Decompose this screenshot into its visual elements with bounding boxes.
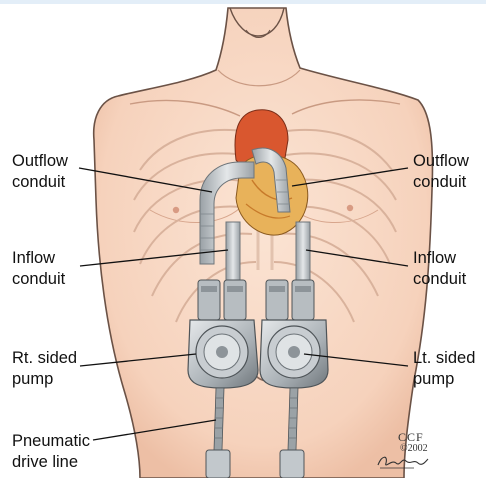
label-lt-sided-pump: Lt. sided pump (413, 348, 475, 390)
label-pneumatic-drive-line: Pneumatic drive line (12, 431, 90, 473)
torso (94, 8, 433, 478)
label-line: Rt. sided (12, 348, 77, 369)
label-line: Inflow (413, 248, 466, 269)
label-line: pump (12, 369, 77, 390)
label-line: conduit (413, 172, 469, 193)
label-line: pump (413, 369, 475, 390)
label-line: Outflow (12, 151, 68, 172)
label-line: Lt. sided (413, 348, 475, 369)
label-line: conduit (12, 269, 65, 290)
label-line: conduit (12, 172, 68, 193)
label-line: conduit (413, 269, 466, 290)
artist-signature (374, 451, 430, 471)
label-outflow-conduit-left: Outflow conduit (12, 151, 68, 193)
label-inflow-conduit-left: Inflow conduit (12, 248, 65, 290)
label-inflow-conduit-right: Inflow conduit (413, 248, 466, 290)
label-line: Inflow (12, 248, 65, 269)
label-line: Pneumatic (12, 431, 90, 452)
credit-org: CCF (388, 432, 428, 443)
label-rt-sided-pump: Rt. sided pump (12, 348, 77, 390)
label-outflow-conduit-right: Outflow conduit (413, 151, 469, 193)
label-line: Outflow (413, 151, 469, 172)
label-line: drive line (12, 452, 90, 473)
